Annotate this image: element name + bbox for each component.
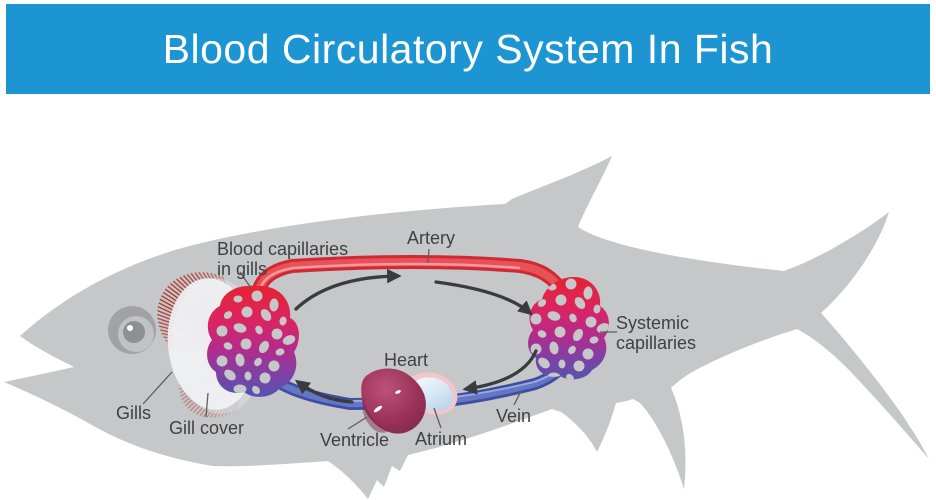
label-heart: Heart — [384, 350, 429, 370]
label-blood-capillaries-line1: Blood capillaries — [217, 239, 349, 259]
flow-arrow-top-right — [434, 280, 533, 316]
ventricle-shadow — [362, 398, 389, 433]
gill-capillaries — [207, 285, 299, 397]
label-ventricle: Ventricle — [320, 430, 390, 450]
ventricle — [361, 368, 426, 434]
title-banner: Blood Circulatory System In Fish — [6, 4, 930, 94]
label-vein: Vein — [496, 406, 532, 426]
eye — [108, 306, 156, 354]
flow-arrow-bottom-right — [462, 349, 538, 395]
label-systemic-line1: Systemic — [616, 313, 690, 333]
flow-arrow-bottom-left — [295, 379, 354, 404]
leader-lines — [142, 248, 617, 430]
page-title: Blood Circulatory System In Fish — [162, 25, 774, 72]
label-gill-cover: Gill cover — [169, 418, 245, 438]
fish-silhouette — [4, 156, 929, 499]
artery — [251, 255, 569, 300]
label-blood-capillaries-line2: in gills — [217, 259, 268, 279]
label-blood-capillaries: Blood capillaries in gills — [217, 239, 348, 279]
ventricle-glint — [373, 405, 383, 413]
label-systemic-capillaries: Systemic capillaries — [616, 313, 696, 353]
label-artery: Artery — [407, 228, 456, 248]
label-atrium: Atrium — [415, 429, 468, 449]
label-systemic-line2: capillaries — [616, 333, 697, 353]
ventricle-glint — [395, 390, 401, 394]
flow-arrows — [294, 268, 538, 404]
flow-arrow-top-left — [294, 268, 402, 311]
heart — [361, 368, 458, 434]
label-gills: Gills — [116, 403, 151, 423]
